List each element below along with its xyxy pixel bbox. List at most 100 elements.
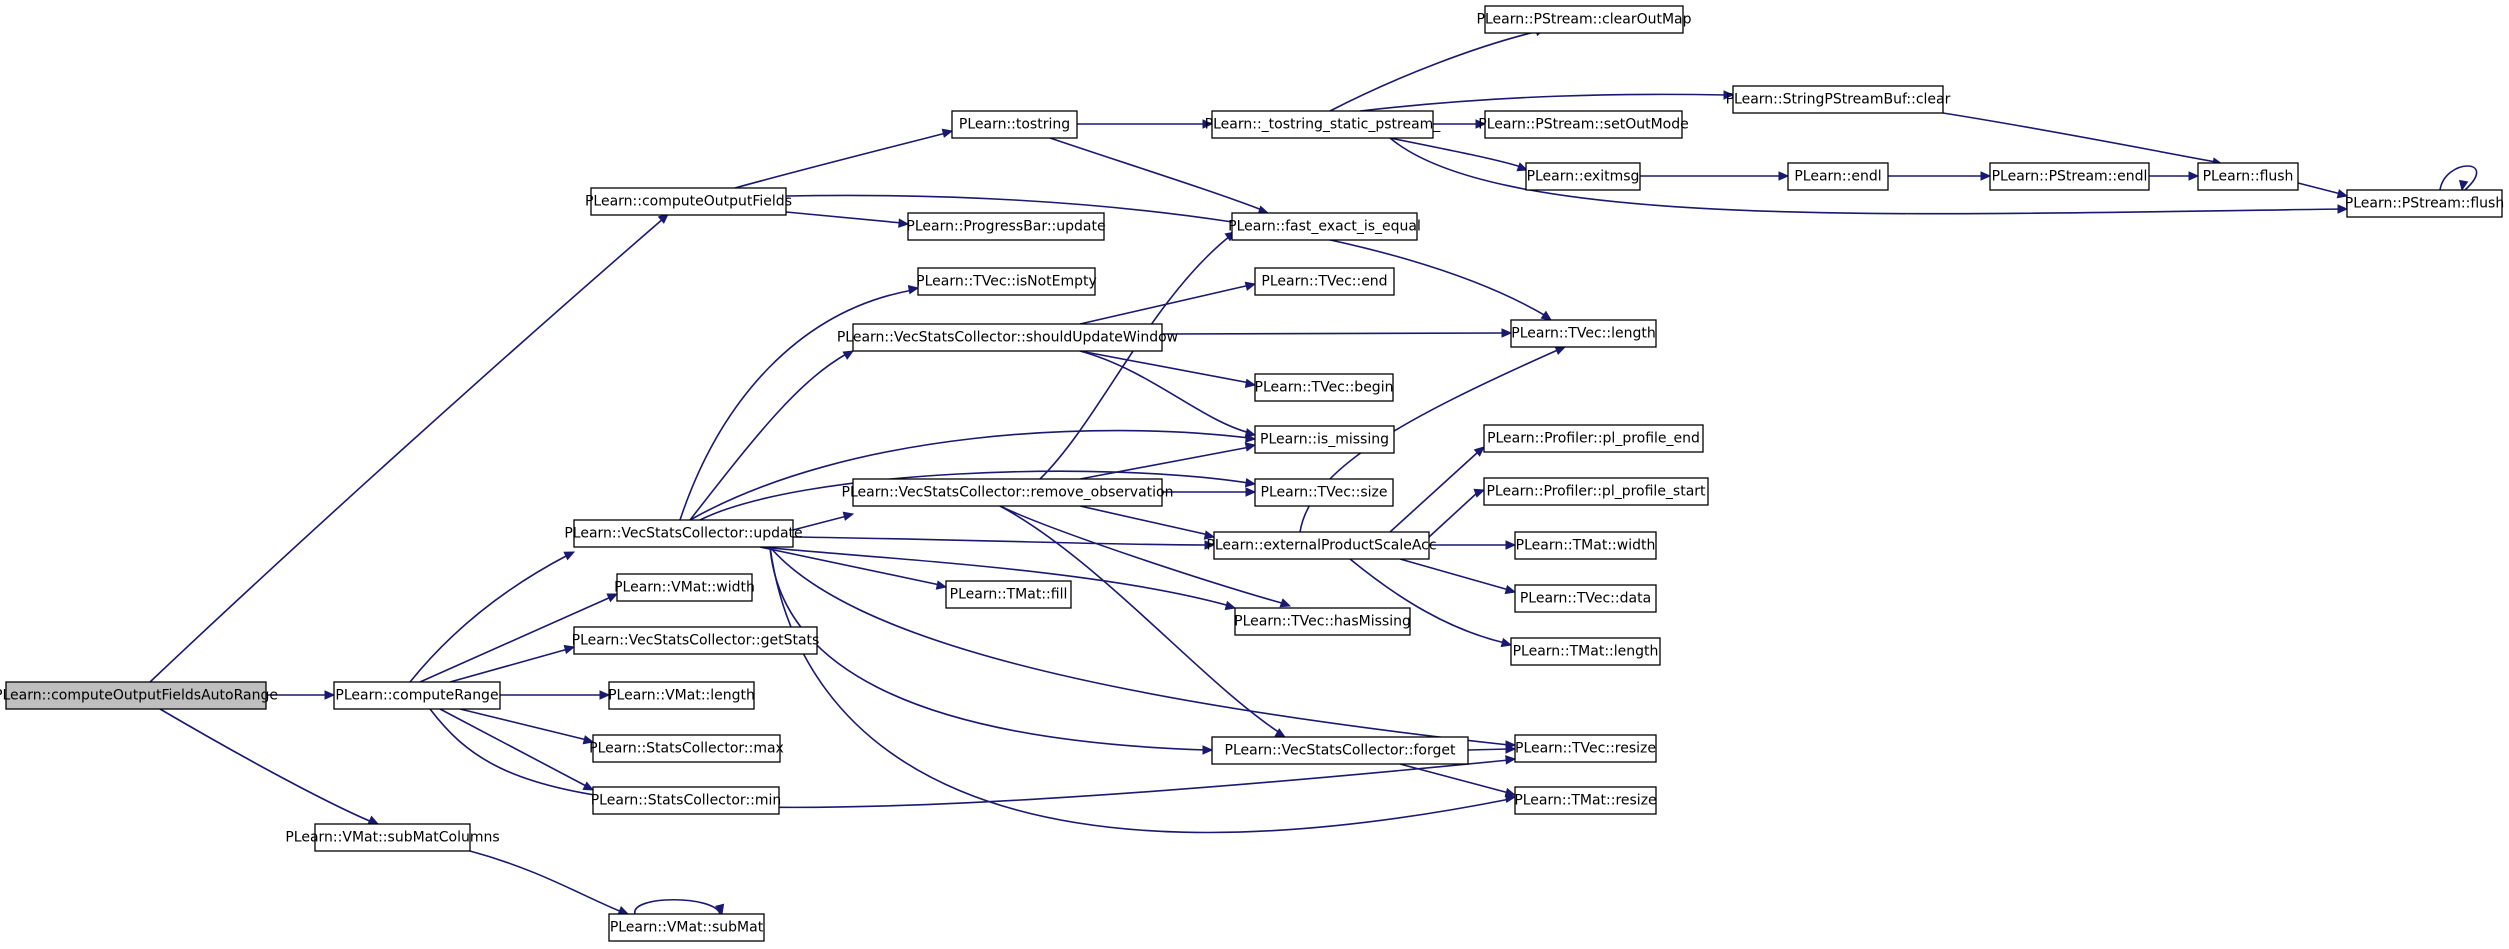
- node-tmat-fill[interactable]: PLearn::TMat::fill: [945, 580, 1072, 609]
- node-ext-prod[interactable]: PLearn::externalProductScaleAcc: [1206, 531, 1437, 560]
- call-edge-line: [1942, 112, 2217, 163]
- node-tvec-begin[interactable]: PLearn::TVec::begin: [1254, 373, 1394, 402]
- node-tmat-length[interactable]: PLearn::TMat::length: [1510, 637, 1661, 666]
- call-edge-line: [759, 546, 941, 586]
- node-endl[interactable]: PLearn::endl: [1787, 162, 1889, 191]
- call-edge-line: [1161, 332, 1506, 335]
- arrowhead-icon: [1980, 171, 1992, 181]
- node-should-update[interactable]: PLearn::VecStatsCollector::shouldUpdateW…: [837, 323, 1178, 352]
- call-edge: [1349, 558, 1513, 648]
- node-vsc-update[interactable]: PLearn::VecStatsCollector::update: [564, 519, 803, 548]
- node-vmat-width[interactable]: PLearn::VMat::width: [614, 573, 755, 602]
- node-box: [592, 786, 780, 815]
- arrowhead-icon: [1505, 755, 1517, 765]
- call-edge-line: [1079, 350, 1251, 384]
- call-edge: [1161, 328, 1513, 338]
- node-label: PLearn::exitmsg: [1527, 169, 1640, 185]
- node-vmat-length[interactable]: PLearn::VMat::length: [608, 681, 755, 710]
- node-box: [333, 681, 501, 710]
- node-sc-min[interactable]: PLearn::StatsCollector::min: [591, 786, 782, 815]
- arrowhead-icon: [1504, 787, 1517, 798]
- node-sub-mat[interactable]: PLearn::VMat::subMat: [608, 913, 765, 942]
- node-tostring-static[interactable]: PLearn::_tostring_static_pstream_: [1205, 110, 1442, 139]
- arrowhead-icon: [1245, 487, 1257, 497]
- node-tvec-end[interactable]: PLearn::TVec::end: [1254, 267, 1395, 296]
- node-flush[interactable]: PLearn::flush: [2197, 162, 2299, 191]
- node-label: PLearn::VMat::subMatColumns: [285, 830, 499, 846]
- arrowhead-icon: [1202, 119, 1214, 129]
- call-edge-line: [792, 515, 848, 531]
- node-ps-flush[interactable]: PLearn::PStream::flush: [2345, 189, 2504, 218]
- node-label: PLearn::computeRange: [335, 688, 498, 704]
- node-label: PLearn::StatsCollector::max: [589, 741, 784, 757]
- node-box: [1484, 5, 1684, 34]
- node-box: [5, 681, 267, 710]
- node-is-not-empty[interactable]: PLearn::TVec::isNotEmpty: [916, 267, 1097, 296]
- node-tvec-resize[interactable]: PLearn::TVec::resize: [1514, 734, 1657, 763]
- node-clear-out-map[interactable]: PLearn::PStream::clearOutMap: [1477, 5, 1692, 34]
- arrowhead-icon: [1723, 90, 1735, 100]
- node-label: PLearn::TVec::data: [1520, 591, 1651, 607]
- call-edge: [1640, 171, 1790, 181]
- call-edge-line: [459, 708, 588, 741]
- call-edge: [759, 546, 948, 590]
- arrowhead-icon: [1473, 488, 1486, 498]
- node-fast-exact[interactable]: PLearn::fast_exact_is_equal: [1228, 212, 1421, 241]
- node-box: [1514, 734, 1657, 763]
- node-forget[interactable]: PLearn::VecStatsCollector::forget: [1211, 736, 1469, 765]
- node-box: [1514, 786, 1657, 815]
- call-edge: [1888, 171, 1992, 181]
- node-tvec-size[interactable]: PLearn::TVec::size: [1254, 478, 1394, 507]
- arrowhead-icon: [907, 284, 920, 295]
- call-edge-line: [999, 505, 1286, 605]
- arrowhead-icon: [714, 903, 725, 916]
- node-label: PLearn::TVec::length: [1511, 326, 1655, 342]
- node-box: [1732, 85, 1944, 114]
- node-pl-end[interactable]: PLearn::Profiler::pl_profile_end: [1483, 424, 1704, 453]
- node-exitmsg[interactable]: PLearn::exitmsg: [1525, 162, 1641, 191]
- node-spb-clear[interactable]: PLearn::StringPStreamBuf::clear: [1726, 85, 1951, 114]
- call-edge: [469, 850, 630, 915]
- node-get-stats[interactable]: PLearn::VecStatsCollector::getStats: [572, 626, 820, 655]
- node-remove-obs[interactable]: PLearn::VecStatsCollector::remove_observ…: [842, 478, 1174, 507]
- node-box: [1514, 531, 1657, 560]
- node-has-missing[interactable]: PLearn::TVec::hasMissing: [1234, 607, 1411, 636]
- call-edge: [1079, 442, 1257, 480]
- call-edge: [1077, 119, 1214, 129]
- node-box: [1525, 162, 1641, 191]
- call-edge-line: [769, 546, 1510, 746]
- node-label: PLearn::VMat::subMat: [610, 920, 764, 936]
- call-edge: [792, 511, 855, 531]
- node-box: [945, 580, 1072, 609]
- node-tmat-resize[interactable]: PLearn::TMat::resize: [1514, 786, 1657, 815]
- call-edge-line: [1467, 748, 1510, 751]
- node-label: PLearn::flush: [2203, 169, 2294, 185]
- arrowhead-icon: [1244, 281, 1257, 291]
- call-edge-line: [785, 194, 1547, 317]
- node-box: [852, 478, 1163, 507]
- node-tostring[interactable]: PLearn::tostring: [951, 110, 1078, 139]
- node-tvec-length[interactable]: PLearn::TVec::length: [1510, 319, 1657, 348]
- node-compute-range[interactable]: PLearn::computeRange: [333, 681, 501, 710]
- node-compute-output-fields[interactable]: PLearn::computeOutputFields: [585, 187, 792, 216]
- call-edge: [1389, 137, 1529, 172]
- node-pl-start[interactable]: PLearn::Profiler::pl_profile_start: [1483, 477, 1709, 506]
- call-edge: [1079, 350, 1257, 389]
- node-box: [608, 913, 765, 942]
- node-sc-max[interactable]: PLearn::StatsCollector::max: [589, 734, 784, 763]
- node-box: [590, 187, 787, 216]
- node-progress-update[interactable]: PLearn::ProgressBar::update: [906, 212, 1106, 241]
- node-box: [1254, 373, 1394, 402]
- call-edge-line: [1079, 505, 1210, 536]
- node-root[interactable]: PLearn::computeOutputFieldsAutoRange: [0, 681, 278, 710]
- node-set-out-mode[interactable]: PLearn::PStream::setOutMode: [1478, 110, 1689, 139]
- call-edge: [699, 470, 1257, 521]
- node-tmat-width[interactable]: PLearn::TMat::width: [1514, 531, 1657, 560]
- node-tvec-data[interactable]: PLearn::TVec::data: [1514, 584, 1657, 613]
- call-edge: [409, 551, 576, 683]
- node-sub-mat-columns[interactable]: PLearn::VMat::subMatColumns: [285, 823, 500, 852]
- call-edge: [1433, 119, 1487, 129]
- node-ps-endl[interactable]: PLearn::PStream::endl: [1989, 162, 2150, 191]
- node-box: [2346, 189, 2503, 218]
- node-is-missing[interactable]: PLearn::is_missing: [1254, 425, 1395, 454]
